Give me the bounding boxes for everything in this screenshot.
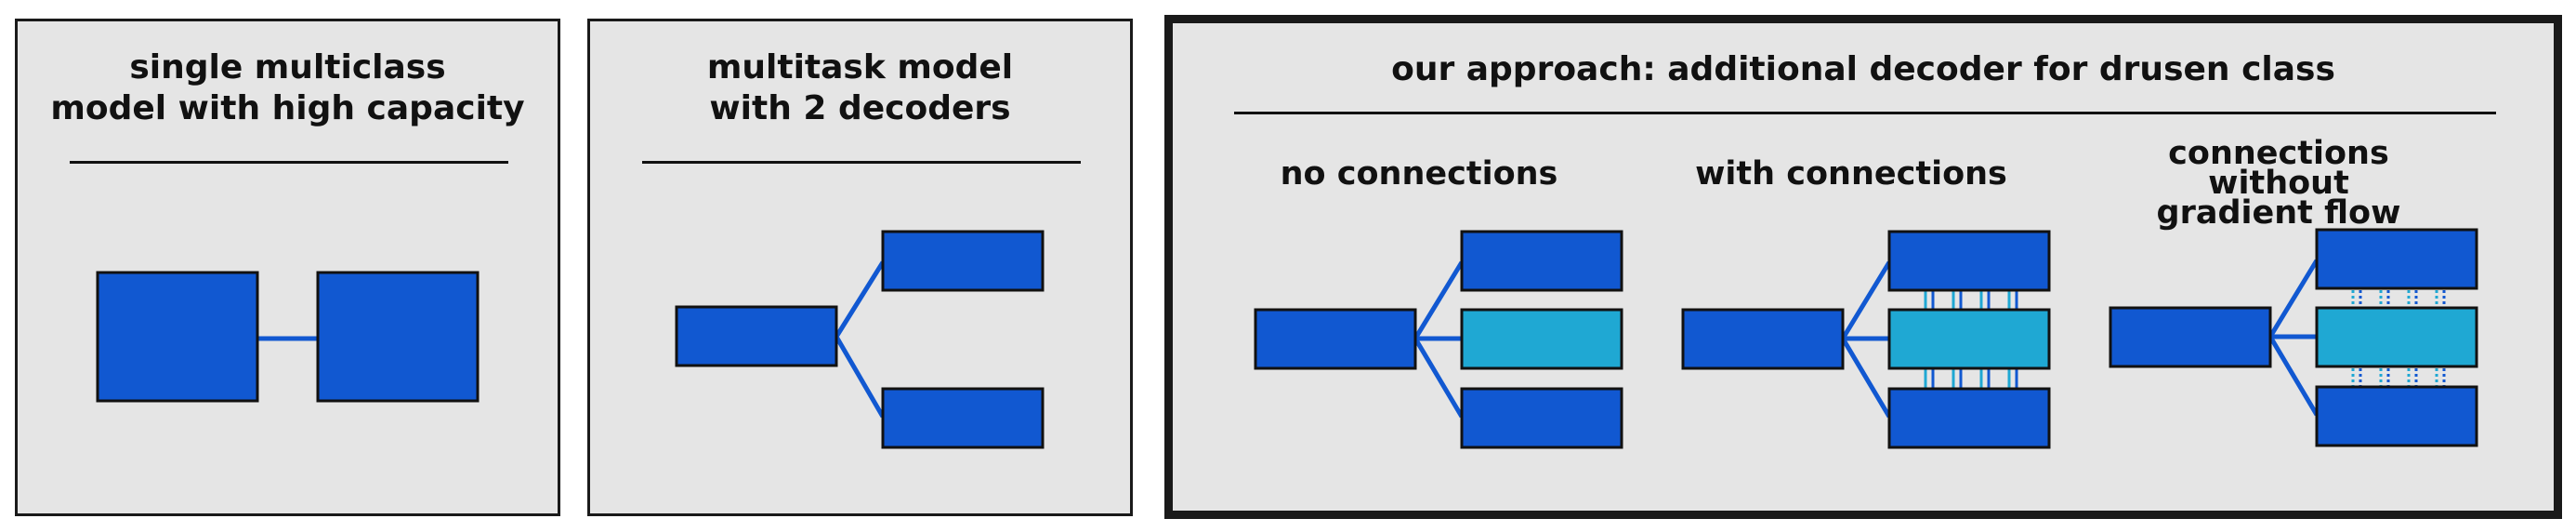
encoder-box (675, 305, 838, 367)
multitask-model-diagram (675, 230, 1045, 449)
panel-title: single multiclass model with high capaci… (18, 47, 558, 129)
encoder-box (96, 271, 259, 403)
branch-line-top (1413, 260, 1465, 340)
variant-label-no-connections: no connections (1280, 155, 1558, 193)
encoder-box (1681, 308, 1845, 370)
decoder-box-bottom (1887, 387, 2051, 449)
drusen-decoder-box (1887, 308, 2051, 370)
decoder-box-bottom (881, 387, 1045, 449)
variant-no-connections-diagram (1254, 230, 1623, 449)
branch-line-bottom (1840, 337, 1892, 419)
panel-title: multitask model with 2 decoders (590, 47, 1130, 129)
decoder-box (316, 271, 480, 403)
panel-title-line-2: with 2 decoders (709, 89, 1011, 127)
variant-label-with-connections: with connections (1695, 155, 2007, 193)
title-underline (1234, 112, 2496, 114)
decoder-box-top (1887, 230, 2051, 292)
variant-no-gradient-flow-diagram (2109, 228, 2478, 447)
branch-line-bottom (1413, 337, 1465, 419)
branch-line-top (2267, 259, 2320, 339)
encoder-box (1254, 308, 1417, 370)
drusen-decoder-box (1460, 308, 1623, 370)
variant-with-connections-diagram (1681, 230, 2051, 449)
branch-line-bottom (834, 335, 886, 419)
single-model-diagram (96, 271, 480, 403)
branch-line-bottom (2267, 335, 2320, 417)
decoder-box-top (2315, 228, 2478, 290)
branch-line-top (834, 260, 886, 339)
branch-line-top (1840, 260, 1892, 340)
panel-title-line-1: multitask model (706, 48, 1014, 86)
decoder-box-bottom (2315, 385, 2478, 447)
drusen-decoder-box (2315, 306, 2478, 368)
dotted-connections (2351, 290, 2446, 389)
panel-title-line-1: single multiclass (129, 48, 446, 86)
decoder-box-bottom (1460, 387, 1623, 449)
decoder-box-top (1460, 230, 1623, 292)
panel-title-line-2: model with high capacity (50, 89, 525, 127)
panel-single-multiclass: single multiclass model with high capaci… (15, 19, 560, 516)
variant-label-connections-without-gradient-flow: connections without gradient flow (2156, 135, 2401, 232)
panel-title: our approach: additional decoder for dru… (1391, 50, 2335, 88)
title-underline (642, 161, 1081, 164)
encoder-box (2109, 306, 2272, 368)
skip-connections (1924, 290, 2018, 389)
decoder-box-top (881, 230, 1045, 292)
title-underline (70, 161, 508, 164)
